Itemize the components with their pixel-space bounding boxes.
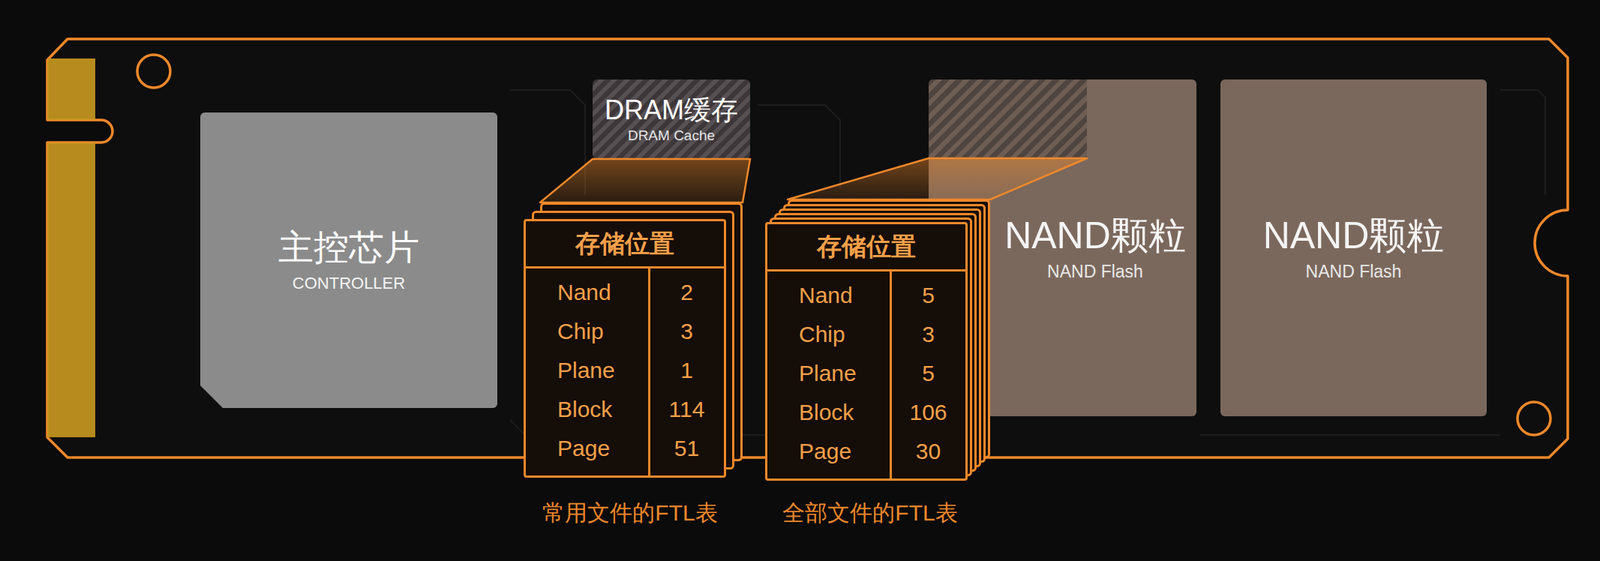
chip-subtitle: NAND Flash	[1047, 261, 1144, 282]
table-field: Chip	[525, 318, 604, 345]
table-value: 5	[921, 282, 935, 309]
table-row: Nand 5	[767, 276, 966, 316]
pcb-trace	[1500, 90, 1546, 196]
table-row: Chip 3	[767, 315, 966, 355]
table-heading: 存储位置	[816, 230, 916, 265]
table-field: Chip	[767, 321, 846, 348]
table-row: Block 106	[767, 393, 966, 433]
chip-name: NAND颗粒	[1004, 214, 1186, 259]
table-caption: 常用文件的FTL表	[542, 498, 718, 529]
table-field: Page	[525, 435, 610, 462]
table-heading: 存储位置	[575, 227, 675, 262]
table-value: 3	[921, 321, 935, 348]
dram-chip: DRAM缓存DRAM Cache	[592, 79, 751, 160]
chip-subtitle: DRAM Cache	[627, 127, 715, 145]
table-value: 106	[909, 399, 947, 426]
table-row: Nand 2	[525, 273, 724, 313]
caption-holder: 全部文件的FTL表	[782, 498, 958, 529]
chip-subtitle: CONTROLLER	[292, 273, 406, 293]
gold-contacts	[47, 142, 96, 438]
table-field: Plane	[767, 360, 857, 387]
table-row: Chip 3	[525, 312, 724, 352]
gold-contacts	[47, 142, 96, 438]
table-row: Page 30	[767, 432, 966, 472]
table-value: 114	[669, 396, 706, 423]
table-row: Plane 1	[525, 351, 724, 391]
table-value: 3	[680, 318, 694, 345]
chip-name: NAND颗粒	[1263, 214, 1445, 259]
ftl-table-card: 存储位置 Nand 2Chip 3Plane 1Block 114Page 51	[523, 219, 727, 478]
chip-name: DRAM缓存	[604, 94, 739, 126]
table-field: Page	[767, 438, 852, 465]
cached-region-hatch	[928, 79, 1087, 159]
table-row: Page 51	[525, 429, 724, 469]
ftl-table-card: 存储位置Nand5Chip3Plane5Block106Page30	[765, 222, 968, 481]
gold-contacts	[47, 58, 96, 121]
table-field: Nand	[767, 282, 853, 309]
chip-subtitle: NAND Flash	[1305, 261, 1402, 282]
table-field: Block	[767, 399, 854, 426]
table-field: Plane	[525, 357, 616, 384]
table-body: Nand5Chip3Plane5Block106Page30	[767, 271, 966, 479]
table-header: 存储位置	[525, 221, 724, 269]
table-body: Nand 2Chip 3Plane 1Block 114Page 51	[525, 268, 724, 476]
table-row: Block 114	[525, 390, 724, 430]
nand-chip: NAND颗粒NAND Flash	[1220, 79, 1487, 417]
table-value: 51	[674, 435, 700, 462]
gold-contacts	[47, 58, 96, 121]
mount-hole	[1517, 402, 1551, 436]
table-value: 1	[680, 357, 694, 384]
caption-holder: 常用文件的FTL表	[542, 498, 718, 529]
pcb-trace	[757, 105, 841, 188]
mount-hole	[137, 54, 171, 88]
projection-funnel	[540, 159, 751, 203]
controller-chip: 主控芯片 CONTROLLER	[200, 112, 498, 409]
table-row: Plane 5	[767, 354, 966, 394]
table-field: Nand	[525, 279, 612, 306]
table-caption: 全部文件的FTL表	[782, 498, 958, 529]
table-header: 存储位置	[767, 224, 966, 272]
table-value: 30	[915, 438, 941, 465]
pcb-trace	[1200, 434, 1501, 436]
chip-name: 主控芯片	[278, 227, 420, 268]
table-value: 5	[921, 360, 935, 387]
table-field: Block	[525, 396, 613, 423]
table-value: 2	[680, 279, 694, 306]
